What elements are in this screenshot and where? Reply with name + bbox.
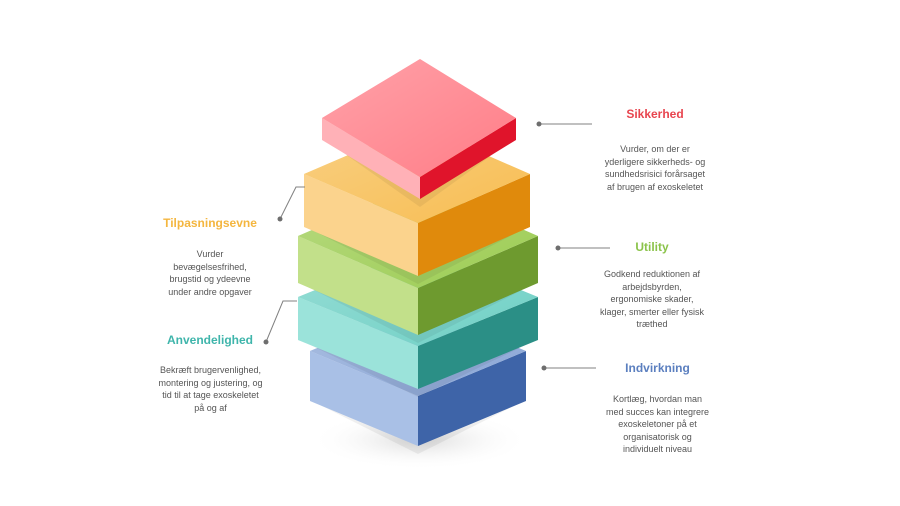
slab-left-face-anvendelighed bbox=[298, 297, 418, 389]
tilpasningsevne-description: Vurder bevægelsesfrihed, brugstid og yde… bbox=[168, 249, 252, 297]
slab-left-face-utility bbox=[298, 236, 418, 335]
connector-dot-utility bbox=[555, 245, 561, 251]
connector-anvendelighed bbox=[263, 300, 297, 345]
slab-left-face-sikkerhed bbox=[322, 118, 420, 199]
connector-line-tilpasningsevne bbox=[279, 186, 305, 220]
utility-description: Godkend reduktionen af arbejdsbyrden, er… bbox=[599, 269, 705, 329]
sikkerhed-title: Sikkerhed bbox=[626, 107, 684, 121]
slab-top-sheen-sikkerhed bbox=[322, 59, 516, 177]
connector-line-anvendelighed bbox=[265, 300, 297, 343]
tilpasningsevne-title: Tilpasningsevne bbox=[163, 216, 257, 230]
slab-right-face-sikkerhed bbox=[420, 118, 516, 199]
connector-dot-indvirkning bbox=[541, 365, 547, 371]
anvendelighed-description: Bekræft brugervenlighed, montering og ju… bbox=[158, 365, 263, 413]
connector-utility bbox=[555, 245, 610, 251]
connector-dot-sikkerhed bbox=[536, 121, 542, 127]
anvendelighed-title: Anvendelighed bbox=[166, 333, 253, 347]
connector-dot-tilpasningsevne bbox=[277, 216, 283, 222]
slab-left-face-tilpasningsevne bbox=[304, 174, 418, 276]
indvirkning-description: Kortlæg, hvordan man med succes kan inte… bbox=[605, 394, 710, 454]
connector-indvirkning bbox=[541, 365, 596, 371]
utility-title: Utility bbox=[635, 240, 669, 254]
slab-right-face-utility bbox=[418, 236, 538, 335]
slab-right-face-tilpasningsevne bbox=[418, 174, 530, 276]
indvirkning-title: Indvirkning bbox=[625, 361, 690, 375]
slab-sikkerhed bbox=[322, 59, 516, 207]
connector-tilpasningsevne bbox=[277, 186, 305, 222]
connector-dot-anvendelighed bbox=[263, 339, 269, 345]
slab-right-face-anvendelighed bbox=[418, 297, 538, 389]
slab-left-face-indvirkning bbox=[310, 351, 418, 446]
connector-sikkerhed bbox=[536, 121, 592, 127]
sikkerhed-description: Vurder, om der er yderligere sikkerheds-… bbox=[604, 144, 706, 192]
slab-right-face-indvirkning bbox=[418, 351, 526, 446]
